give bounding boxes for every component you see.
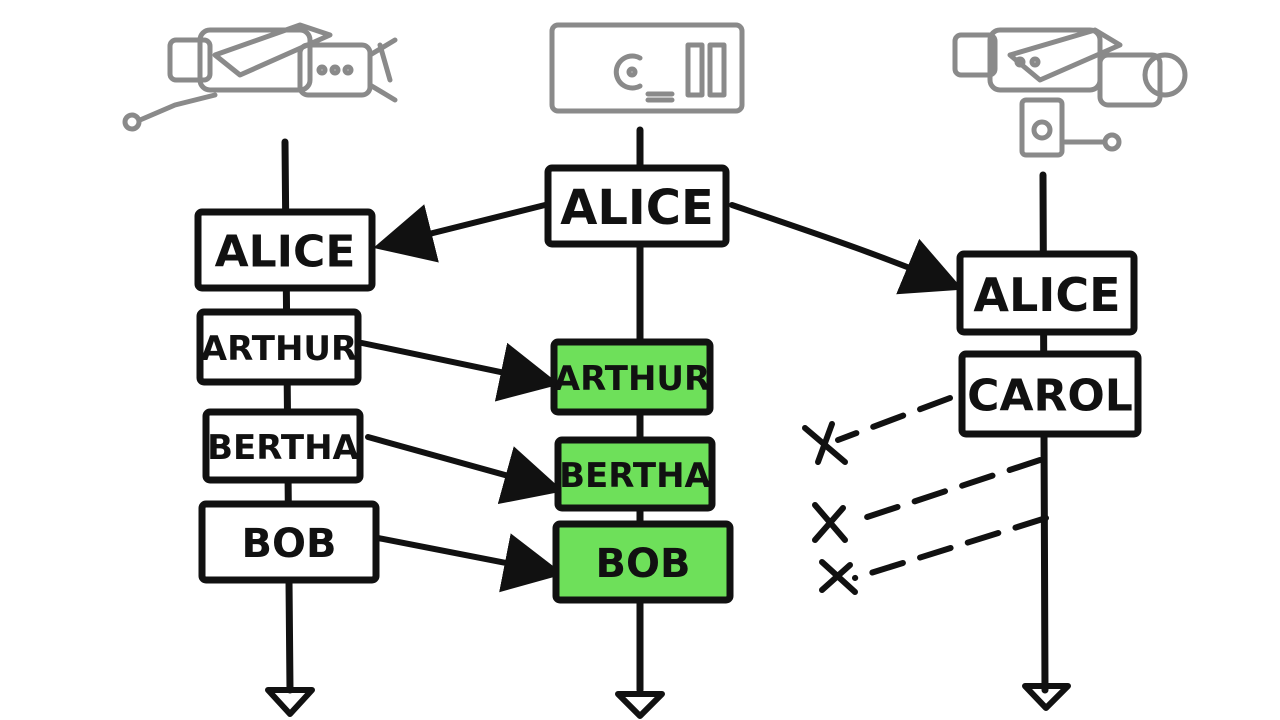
left-satellite-icon <box>122 22 398 132</box>
right-satellite-icon <box>952 27 1188 158</box>
left-box-0-frame <box>194 208 376 292</box>
arrow-alice-to-right <box>729 202 964 295</box>
center-box-0-frame <box>550 338 714 416</box>
center-box-2-label: BOB <box>596 541 691 587</box>
left-box-0: ALICE <box>194 208 376 292</box>
center-alice-box-label: ALICE <box>560 180 714 236</box>
left-box-3-label: BOB <box>242 521 337 567</box>
center-box-1-label: BERTHA <box>559 456 711 496</box>
center-alice-box-frame <box>544 164 730 248</box>
arrow-bertha-to-center <box>365 434 564 505</box>
right-box-1-frame <box>958 350 1142 438</box>
dropped-message-3 <box>852 515 1049 581</box>
right-box-0-frame <box>956 250 1138 336</box>
left-box-1-frame <box>196 308 362 386</box>
center-alice-box: ALICE <box>544 164 730 248</box>
center-box-0-label: ARTHUR <box>554 359 710 399</box>
arrow-alice-to-left <box>373 202 548 263</box>
drop-x-icon <box>802 421 848 465</box>
right-timeline-end-icon <box>1022 683 1071 711</box>
center-box-1: BERTHA <box>554 436 716 512</box>
left-box-2-label: BERTHA <box>207 428 359 468</box>
left-box-3-frame <box>198 500 380 584</box>
dropped-message-carol <box>835 395 953 443</box>
center-box-2-frame <box>552 520 734 604</box>
left-box-1-label: ARTHUR <box>201 329 357 369</box>
drop-x-icon <box>819 559 858 595</box>
dropped-message-2 <box>849 457 1043 525</box>
left-box-3: BOB <box>198 500 380 584</box>
left-box-2-frame <box>202 408 364 484</box>
right-box-1: CAROL <box>958 350 1142 438</box>
center-timeline-end-icon <box>615 691 665 719</box>
arrow-arthur-to-center <box>359 340 560 402</box>
right-box-1-label: CAROL <box>967 371 1133 422</box>
right-box-0-label: ALICE <box>973 268 1120 322</box>
drop-x-icon <box>812 502 848 543</box>
left-timeline-end-icon <box>265 687 315 717</box>
center-box-0: ARTHUR <box>550 338 714 416</box>
left-box-2: BERTHA <box>202 408 364 484</box>
right-box-0: ALICE <box>956 250 1138 336</box>
center-box-2: BOB <box>552 520 734 604</box>
left-box-0-label: ALICE <box>215 227 356 278</box>
left-box-1: ARTHUR <box>196 308 362 386</box>
arrow-bob-to-center <box>375 533 564 593</box>
center-server-icon <box>549 22 745 114</box>
center-box-1-frame <box>554 436 716 512</box>
